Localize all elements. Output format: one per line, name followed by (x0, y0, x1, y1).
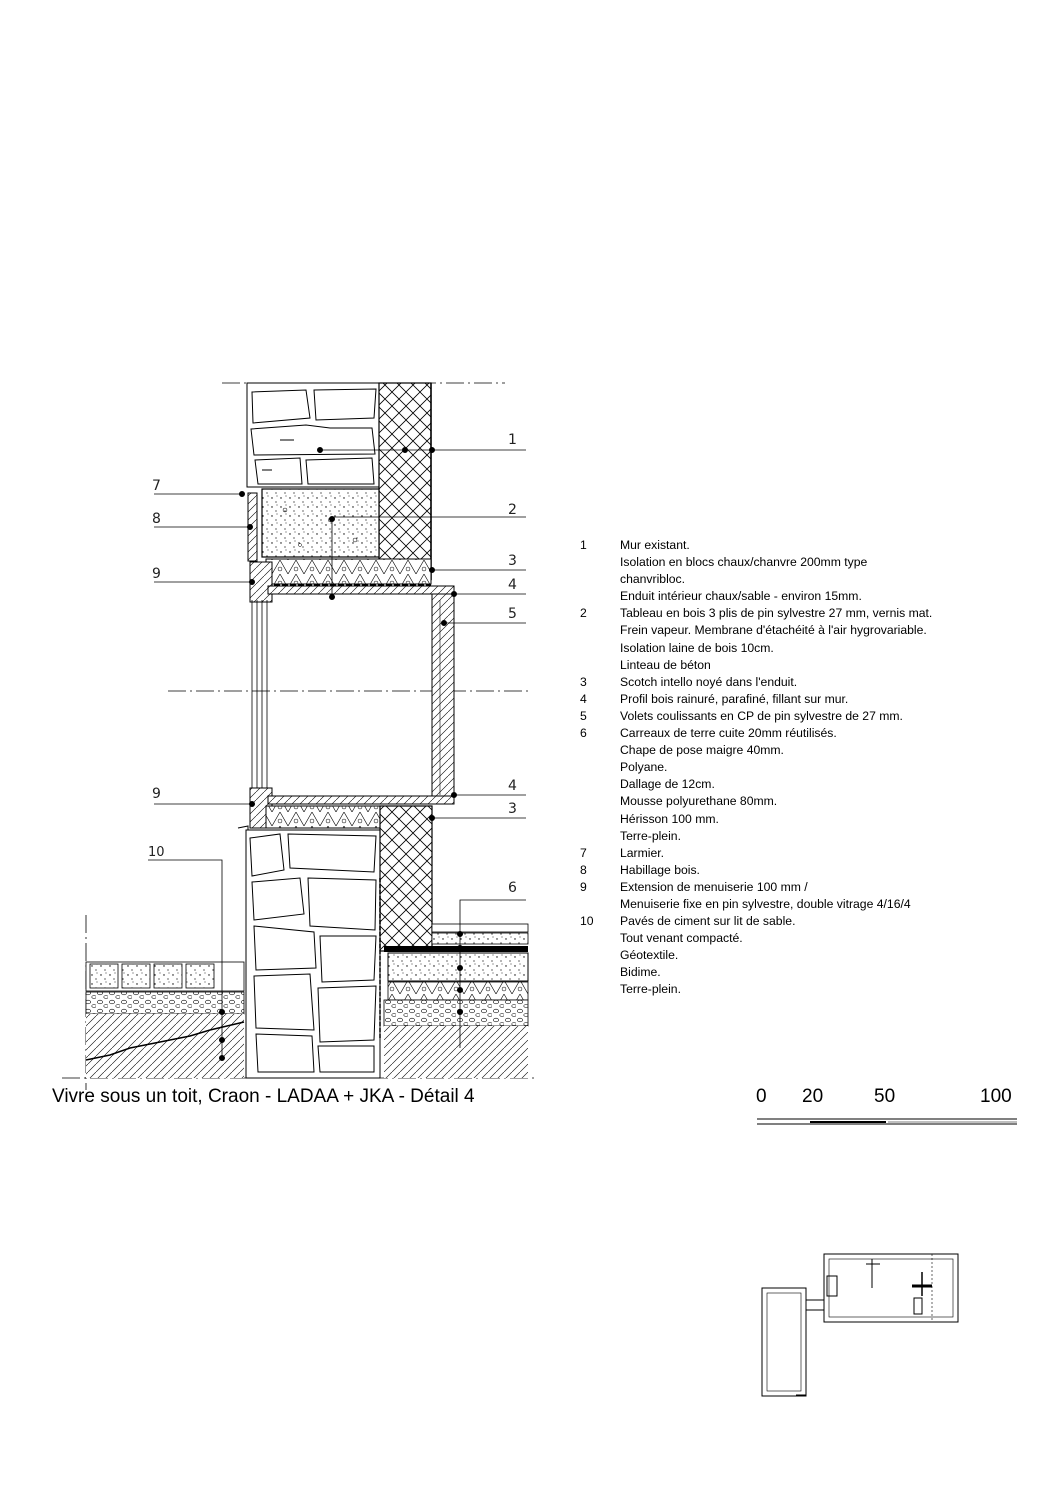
leader-lines (148, 446, 526, 1062)
scale-bar (757, 1118, 1017, 1125)
hemp-block-lower (379, 805, 433, 952)
legend-item-lines: Habillage bois. (620, 862, 1020, 879)
legend-item-lines: Mur existant. Isolation en blocs chaux/ch… (620, 537, 1020, 605)
scale-label-100: 100 (980, 1086, 1012, 1107)
lower-stone-wall (245, 829, 381, 1079)
hemp-block-upper (378, 382, 432, 581)
legend-item-lines: Pavés de ciment sur lit de sable. Tout ve… (620, 913, 1020, 998)
legend-item-lines: Carreaux de terre cuite 20mm réutilisés.… (620, 725, 1020, 845)
legend-line: Bidime. (620, 965, 661, 980)
legend-line: Géotextile. (620, 948, 679, 963)
legend-item-number: 4 (580, 691, 587, 706)
scale-label-0: 0 (756, 1086, 767, 1107)
legend-line: Chape de pose maigre 40mm. (620, 743, 784, 758)
legend-item-number: 2 (580, 606, 587, 621)
legend-line: Menuiserie fixe en pin sylvestre, double… (620, 896, 911, 911)
legend-line: Habillage bois. (620, 862, 700, 877)
legend-item: 5 Volets coulissants en CP de pin sylvest… (580, 708, 1020, 725)
callout-4-bottom: 4 (508, 778, 517, 794)
legend-line: Isolation laine de bois 10cm. (620, 640, 774, 655)
legend-item-number: 10 (580, 914, 594, 929)
legend-line: Scotch intello noyé dans l'enduit. (620, 674, 798, 689)
interior-floor (383, 923, 529, 1078)
callout-7: 7 (152, 478, 161, 494)
legend-item-number: 3 (580, 674, 587, 689)
legend-item: 10 Pavés de ciment sur lit de sable. Tout … (580, 913, 1020, 998)
legend-line: Tout venant compacté. (620, 931, 743, 946)
legend-item-number: 8 (580, 862, 587, 877)
callout-2: 2 (508, 502, 517, 518)
legend-line: Carreaux de terre cuite 20mm réutilisés. (620, 726, 837, 741)
legend-item-lines: Scotch intello noyé dans l'enduit. (620, 674, 1020, 691)
plank-top (267, 585, 455, 595)
legend-item: 4 Profil bois rainuré, parafiné, fillant … (580, 691, 1020, 708)
callout-9-top: 9 (152, 566, 161, 582)
callout-numbers: 1 2 3 4 5 7 8 9 9 4 3 10 6 (148, 432, 517, 896)
legend-line: Mur existant. (620, 538, 690, 552)
legend-line: Volets coulissants en CP de pin sylvestr… (620, 708, 903, 723)
legend-item: 3 Scotch intello noyé dans l'enduit. (580, 674, 1020, 691)
upper-stone-wall (246, 382, 380, 488)
legend-line: Pavés de ciment sur lit de sable. (620, 914, 796, 929)
callout-8: 8 (152, 511, 161, 527)
legend-item: 8 Habillage bois. (580, 862, 1020, 879)
callout-10: 10 (148, 845, 165, 860)
legend-line: Terre-plein. (620, 982, 681, 997)
legend-item: 9 Extension de menuiserie 100 mm / Menuise… (580, 879, 1020, 913)
callout-3-bottom: 3 (508, 801, 517, 817)
callout-3-top: 3 (508, 553, 517, 569)
legend-item-lines: Larmier. (620, 845, 1020, 862)
legend-item-lines: Volets coulissants en CP de pin sylvestr… (620, 708, 1020, 725)
legend: 1 Mur existant. Isolation en blocs chaux/c… (580, 537, 1020, 999)
legend-line: Terre-plein. (620, 828, 681, 843)
legend-item-number: 7 (580, 845, 587, 860)
legend-line: Enduit intérieur chaux/sable - environ 1… (620, 589, 862, 604)
glazing (251, 600, 268, 790)
legend-line: Linteau de béton (620, 657, 711, 672)
legend-item: 2 Tableau en bois 3 plis de pin sylvestre… (580, 605, 1020, 673)
legend-item-number: 5 (580, 708, 587, 723)
scale-label-50: 50 (874, 1086, 896, 1107)
legend-item: 1 Mur existant. Isolation en blocs chaux/c… (580, 537, 1020, 605)
legend-line: Profil bois rainuré, parafiné, fillant s… (620, 691, 849, 706)
legend-line: Isolation en blocs chaux/chanvre 200mm t… (620, 555, 868, 570)
legend-item-lines: Profil bois rainuré, parafiné, fillant s… (620, 691, 1020, 708)
legend-item-number: 6 (580, 726, 587, 741)
exterior-ground (85, 961, 245, 1078)
callout-5: 5 (508, 606, 517, 622)
plank-bottom (267, 795, 455, 805)
concrete-lintel (261, 488, 380, 558)
key-plan (761, 1253, 959, 1397)
legend-line: Tableau en bois 3 plis de pin sylvestre … (620, 606, 933, 621)
legend-line: chanvribloc. (620, 572, 686, 587)
legend-line: Dallage de 12cm. (620, 777, 715, 792)
callout-1: 1 (508, 432, 517, 448)
scale-label-20: 20 (802, 1086, 824, 1107)
legend-item-number: 1 (580, 538, 587, 552)
legend-item-lines: Extension de menuiserie 100 mm / Menuiser… (620, 879, 1020, 913)
callout-9-bottom: 9 (152, 786, 161, 802)
legend-line: Hérisson 100 mm. (620, 811, 719, 826)
legend-item: 7 Larmier. (580, 845, 1020, 862)
wood-fibre-insulation-top (265, 558, 432, 585)
legend-item: 6 Carreaux de terre cuite 20mm réutilisés… (580, 725, 1020, 845)
legend-line: Mousse polyurethane 80mm. (620, 794, 778, 809)
legend-item-lines: Tableau en bois 3 plis de pin sylvestre … (620, 605, 1020, 673)
page-title: Vivre sous un toit, Craon - LADAA + JKA … (52, 1086, 475, 1107)
legend-line: Polyane. (620, 760, 668, 775)
legend-item-number: 9 (580, 879, 587, 894)
wood-fibre-insulation-bottom (265, 805, 381, 829)
callout-4-top: 4 (508, 577, 517, 593)
callout-6: 6 (508, 880, 517, 896)
legend-line: Frein vapeur. Membrane d'étachéité à l'a… (620, 623, 927, 638)
legend-line: Extension de menuiserie 100 mm / (620, 879, 808, 894)
legend-line: Larmier. (620, 845, 665, 860)
